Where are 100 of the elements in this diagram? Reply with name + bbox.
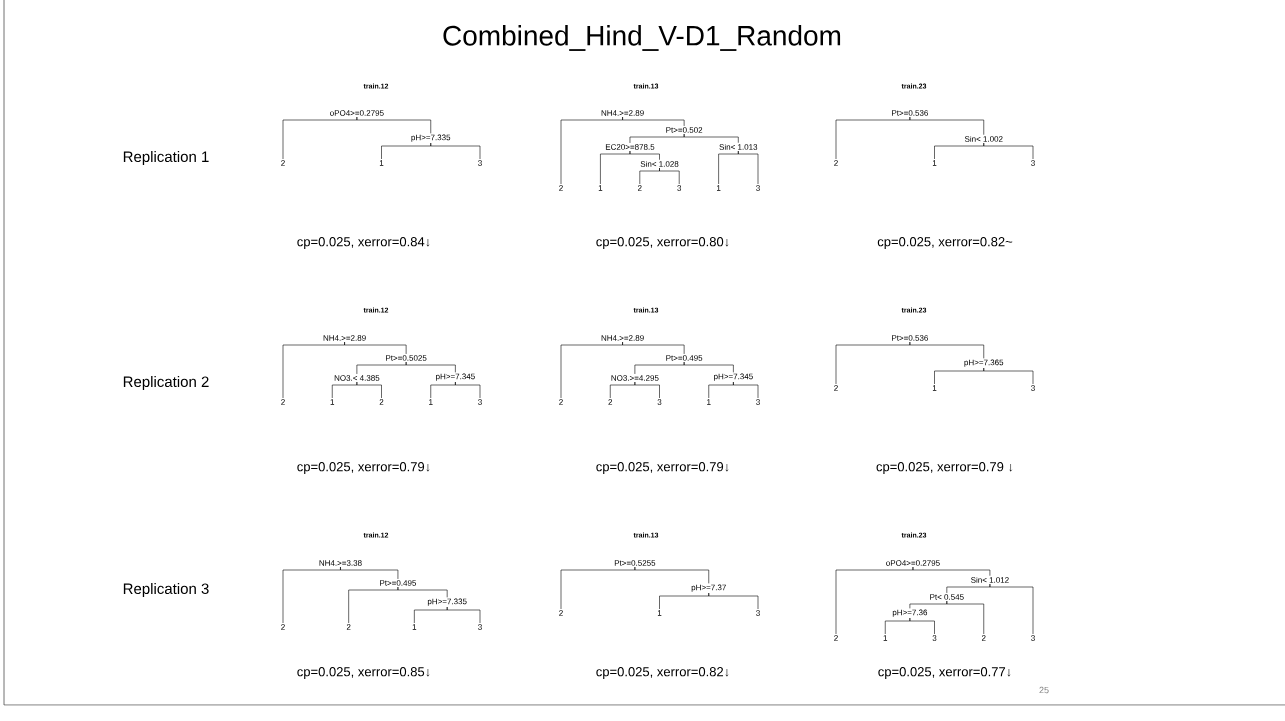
split-label: Pt>=0.495 [380, 580, 417, 586]
leaf-label: 2 [638, 185, 642, 191]
parameter-text: cp=0.025, xerror=0.84↓ [297, 237, 430, 249]
leaf-label: 2 [346, 624, 351, 630]
tree-branch [405, 361, 456, 373]
split-label: Pt< 0.545 [930, 594, 964, 600]
split-label: pH>=7.335 [427, 598, 467, 606]
leaf-label: 1 [379, 160, 384, 166]
leaf-label: 3 [756, 610, 760, 616]
leaf-label: 2 [281, 160, 285, 166]
split-label: Pt>=0.5025 [386, 355, 427, 361]
tree-branch [282, 116, 358, 160]
leaf-label: 2 [981, 635, 986, 641]
parameter-text: cp=0.025, xerror=0.82↓ [596, 667, 729, 679]
leaf-label: 1 [717, 185, 721, 191]
tree-branch [600, 150, 631, 185]
split-label: Pt>=0.502 [666, 127, 703, 133]
tree-branch [835, 341, 911, 385]
tree-branch [397, 586, 448, 598]
tree-branch [835, 116, 911, 160]
tree-branch [733, 381, 759, 399]
leaf-label: 3 [1031, 385, 1035, 391]
tree-branch [659, 167, 680, 185]
leaf-label: 2 [559, 185, 563, 191]
parameter-text: cp=0.025, xerror=0.82~ [877, 237, 1013, 249]
split-label: Sin< 1.012 [971, 576, 1009, 583]
leaf-label: 2 [834, 160, 838, 166]
split-label: pH>=7.345 [714, 373, 753, 381]
split-label: Pt>=0.5255 [614, 560, 656, 566]
split-label: pH>=7.335 [411, 134, 451, 142]
leaf-label: 1 [932, 160, 937, 166]
tree-branch [331, 381, 358, 399]
tree-branch [946, 583, 991, 594]
split-label: Sin< 1.028 [640, 160, 679, 167]
leaf-label: 1 [883, 635, 888, 641]
split-label: NH4.>=2.89 [601, 335, 644, 341]
tree-branch [560, 566, 636, 610]
tree-branch [340, 566, 399, 580]
tree-branch [282, 341, 345, 399]
tree-branch [634, 381, 660, 399]
leaf-label: 2 [834, 635, 838, 641]
split-label: NH4.>=3.38 [319, 560, 362, 566]
leaf-label: 1 [429, 399, 433, 405]
leaf-label: 1 [598, 185, 603, 191]
tree-branch [634, 566, 710, 584]
leaf-label: 3 [932, 635, 937, 641]
leaf-label: 1 [657, 610, 662, 616]
split-label: Pt>=0.495 [666, 355, 703, 361]
leaf-label: 3 [657, 399, 662, 405]
leaf-label: 1 [330, 399, 335, 405]
leaf-label: 3 [478, 160, 482, 166]
tree-branch [934, 142, 985, 160]
slide-title: Combined_Hind_V-D1_Random [443, 25, 841, 51]
tree-branch [356, 381, 382, 399]
leaf-label: 2 [559, 399, 563, 405]
tree-branch [639, 167, 660, 185]
split-label: pH>=7.345 [436, 373, 475, 381]
tree-branch [835, 566, 914, 635]
tree-branch [683, 133, 739, 144]
tree-branch [560, 116, 623, 185]
tree-branch [983, 367, 1034, 385]
leaf-label: 1 [707, 399, 711, 405]
tree-branch [989, 583, 1034, 635]
tree-branch [622, 116, 685, 127]
tree-branch [659, 592, 710, 610]
tree-branch [909, 341, 985, 359]
split-label: pH>=7.37 [691, 584, 726, 592]
tree-branch [609, 381, 636, 399]
leaf-label: 2 [559, 610, 563, 616]
tree-branch [629, 133, 685, 144]
parameter-text: cp=0.025, xerror=0.79↓ [297, 462, 430, 474]
tree-branch [381, 142, 432, 160]
leaf-label: 3 [677, 185, 682, 191]
leaf-label: 1 [412, 624, 417, 630]
tree-branch [934, 367, 985, 385]
split-label: Pt>=0.536 [892, 110, 928, 116]
tree-branch [708, 381, 734, 399]
split-label: pH>=7.36 [892, 609, 928, 617]
parameter-text: cp=0.025, xerror=0.85↓ [297, 667, 430, 679]
parameter-text: cp=0.025, xerror=0.80↓ [596, 237, 729, 249]
tree-branch [909, 600, 948, 609]
split-label: Sin< 1.013 [719, 143, 758, 150]
tree-branch [282, 566, 341, 624]
leaf-label: 3 [478, 624, 482, 630]
parameter-text: cp=0.025, xerror=0.77↓ [878, 667, 1011, 679]
tree-branch [909, 116, 985, 136]
tree-branch [446, 606, 481, 624]
parameter-text: cp=0.025, xerror=0.79↓ [596, 462, 729, 474]
leaf-label: 3 [1031, 160, 1035, 166]
tree-branch [414, 606, 448, 624]
leaf-label: 3 [1031, 635, 1035, 641]
tree-branch [356, 361, 407, 375]
tree-branch [629, 150, 660, 161]
tree-branch [912, 566, 991, 577]
row-label: Replication 3 [123, 583, 209, 597]
tree-branch [560, 341, 623, 399]
split-label: Pt>=0.536 [892, 335, 928, 341]
split-label: NH4.>=2.89 [323, 335, 366, 341]
tree-branch [909, 617, 935, 635]
leaf-label: 3 [478, 399, 482, 405]
